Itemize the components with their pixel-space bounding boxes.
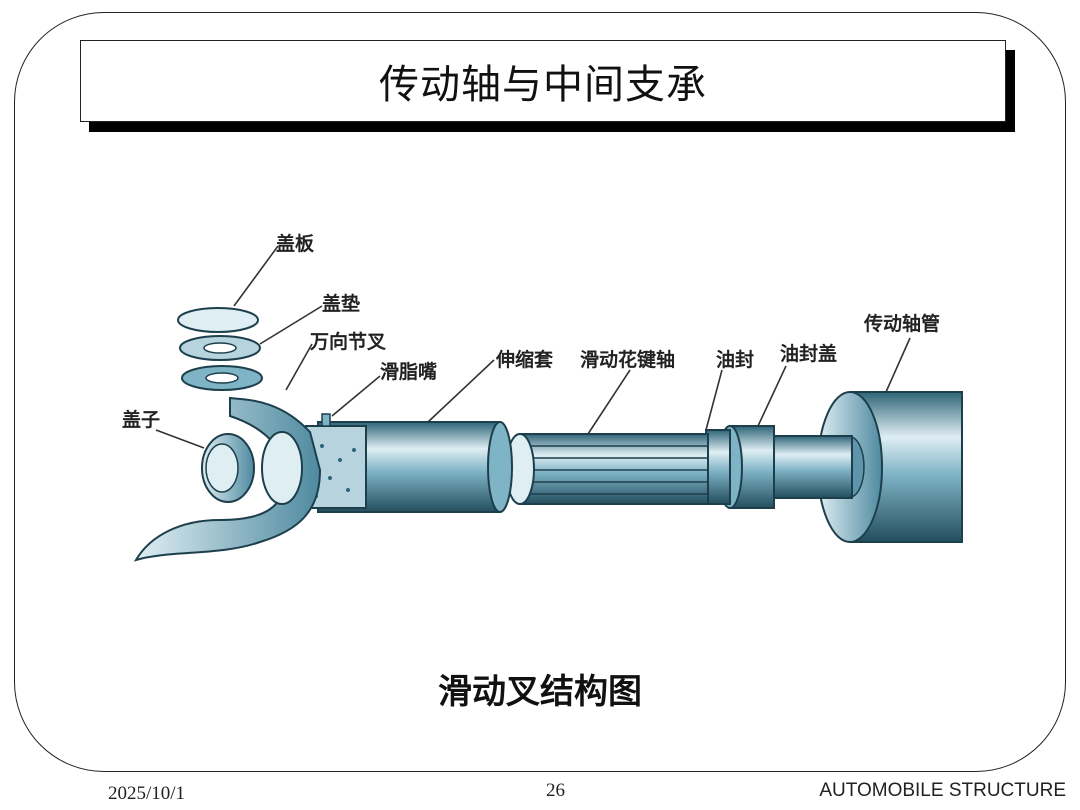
- telescopic-sleeve-shape: [305, 413, 513, 513]
- label-oil-seal-cover: 油封盖: [780, 342, 837, 365]
- figure-caption: 滑动叉结构图: [438, 672, 642, 712]
- slide-frame: [14, 12, 1066, 772]
- leader-lines: [155, 245, 911, 449]
- footer-page-number: 26: [546, 780, 565, 801]
- footer-date: 2025/10/1: [108, 783, 186, 804]
- universal-yoke-shape: [133, 396, 322, 562]
- label-shaft-tube: 传动轴管: [863, 312, 940, 335]
- spline-shaft-shape: [505, 433, 709, 505]
- sliding-yoke-diagram: 盖板 盖垫 万向节叉 滑脂嘴 盖子 伸缩套 滑动花键轴 油封 油封盖 传动轴管: [122, 232, 963, 562]
- label-oil-seal: 油封: [716, 348, 754, 371]
- label-universal-yoke: 万向节叉: [309, 330, 387, 353]
- label-grease-nipple: 滑脂嘴: [380, 361, 437, 383]
- label-cover-plate: 盖板: [276, 232, 315, 255]
- oil-seal-shape: [705, 425, 853, 509]
- label-dust-cap: 盖子: [122, 408, 160, 431]
- title-box: 传动轴与中间支承: [80, 40, 1006, 122]
- label-cover-gasket: 盖垫: [322, 292, 360, 315]
- slide-title: 传动轴与中间支承: [379, 62, 707, 108]
- label-telescopic-sleeve: 伸缩套: [495, 348, 554, 371]
- footer-brand: AUTOMOBILE STRUCTURE: [819, 780, 1066, 801]
- dust-cap-shape: [201, 433, 255, 503]
- label-sliding-spline-shaft: 滑动花键轴: [580, 348, 675, 371]
- cover-plate-shape: [177, 307, 263, 391]
